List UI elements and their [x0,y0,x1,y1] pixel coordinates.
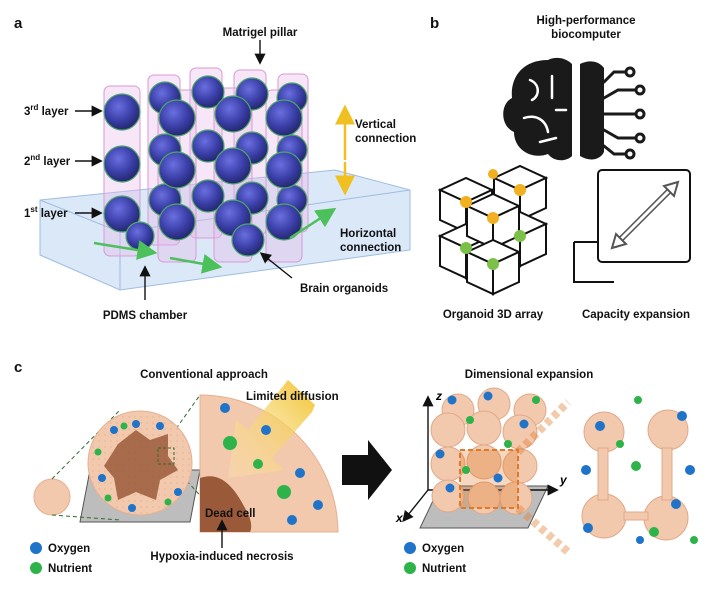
molecules-organoid [94,420,182,512]
panel-c-conventional: Conventional approach [30,369,339,575]
diffusion-arrow [228,380,315,478]
axis-z-label: z [435,389,442,403]
legend-right-nutrient-dot [404,562,416,574]
hypoxia-label: Hypoxia-induced necrosis [150,551,293,563]
horizontal-connection-arrows [93,207,337,274]
axis-y-label: y [559,473,568,487]
legend-right-nutrient: Nutrient [422,563,466,575]
brain-organoids-label: Brain organoids [300,283,388,295]
organoid-stack [430,387,547,515]
legend-right-oxygen-dot [404,542,416,554]
brain-organoids [103,75,308,241]
small-organoid [33,478,71,516]
horizontal-label-2: connection [340,242,401,254]
panel-a-letter: a [14,15,23,32]
layer-2-label: 2nd layer [24,153,71,168]
dead-cell-label: Dead cell [205,508,256,520]
dead-cell-region [200,476,252,532]
organoid-array-icon [437,164,549,296]
legend-left: Oxygen Nutrient [30,542,92,575]
legend-left-oxygen-dot [30,542,42,554]
biocomputer-title-2: biocomputer [551,29,621,41]
matrigel-pillar-label: Matrigel pillar [223,27,298,39]
legend-right-oxygen: Oxygen [422,543,464,555]
pdms-chamber-label: PDMS chamber [103,310,188,322]
molecules-network [581,396,698,544]
transition-arrow [342,440,392,500]
capacity-expansion-icon [573,169,691,283]
legend-left-nutrient: Nutrient [48,563,92,575]
conventional-title: Conventional approach [140,369,268,381]
vertical-label-1: Vertical [355,119,396,131]
capacity-expansion-label: Capacity expansion [582,309,690,321]
vertical-label-2: connection [355,133,416,145]
legend-left-oxygen: Oxygen [48,543,90,555]
panel-b: High-performance biocomputer [437,15,691,321]
layer-1-label: 1st layer [24,205,68,220]
layer-3-label: 3rd layer [24,103,69,118]
axis-x-label: x [395,511,404,525]
molecules-stack [435,391,540,493]
brain-chip-icon [503,57,646,161]
dimensional-title: Dimensional expansion [465,369,593,381]
panel-a: Matrigel pillar 3rd layer 2nd layer 1st … [24,27,416,322]
organoid-array-label: Organoid 3D array [443,309,544,321]
panel-b-letter: b [430,15,439,32]
limited-diffusion-label: Limited diffusion [246,391,339,403]
molecules-quadrant [220,403,323,525]
panel-c-letter: c [14,359,22,376]
biocomputer-title-1: High-performance [536,15,635,27]
legend-left-nutrient-dot [30,562,42,574]
highlight-box [459,449,519,509]
legend-right: Oxygen Nutrient [404,542,466,575]
horizontal-label-1: Horizontal [340,228,396,240]
panel-c-dimensional: Dimensional expansion z y x [395,369,698,575]
